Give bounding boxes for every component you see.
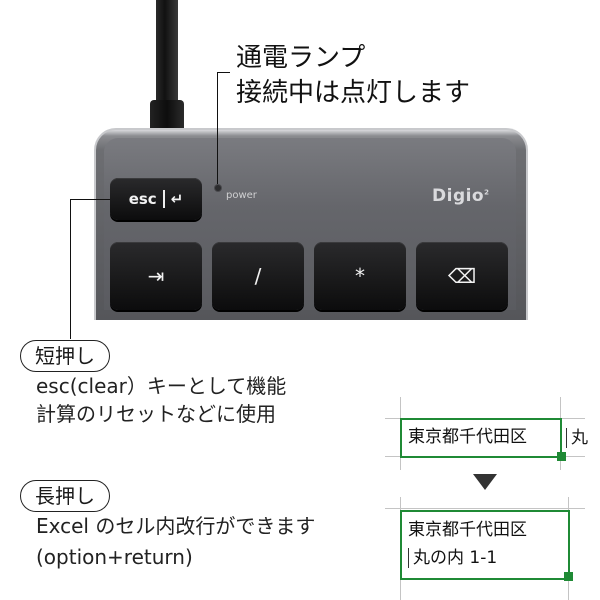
asterisk-key[interactable]: *	[314, 242, 406, 310]
slash-key[interactable]: /	[212, 242, 304, 310]
esc-callout-tick	[70, 199, 110, 200]
short-press-badge: 短押し	[20, 340, 110, 372]
return-icon: ↵	[170, 190, 184, 208]
callout-title-line1: 通電ランプ	[236, 43, 366, 73]
fill-handle[interactable]	[557, 452, 566, 461]
long-press-desc-line1: Excel のセル内改行ができます	[36, 514, 316, 538]
backspace-icon: ⌫	[447, 264, 477, 288]
cell-before[interactable]: 東京都千代田区	[400, 418, 562, 458]
callout-title-line2: 接続中は点灯します	[236, 78, 471, 108]
key-separator	[162, 190, 165, 208]
tab-icon: ⇥	[147, 264, 165, 288]
power-label: power	[226, 190, 257, 201]
brand-superscript: 2	[484, 188, 490, 197]
esc-callout-line	[70, 199, 71, 339]
led-callout-line	[217, 72, 218, 184]
cell-overflow-text: 丸	[571, 428, 588, 448]
esc-return-key[interactable]: esc ↵	[110, 178, 202, 220]
fill-handle[interactable]	[564, 572, 573, 581]
down-arrow-icon	[473, 474, 497, 490]
text-caret	[408, 548, 409, 568]
short-press-desc-line1: esc(clear）キーとして機能	[36, 374, 287, 398]
backspace-key[interactable]: ⌫	[416, 242, 508, 310]
tab-key[interactable]: ⇥	[110, 242, 202, 310]
cell-after[interactable]: 東京都千代田区 丸の内 1-1	[400, 510, 570, 580]
brand-name: Digio	[432, 186, 485, 206]
cell-after-line2-text: 丸の内 1-1	[413, 548, 498, 568]
cell-overflow: 丸	[562, 418, 588, 458]
long-press-desc-line2: (option+return)	[36, 545, 193, 569]
cell-before-text: 東京都千代田区	[408, 427, 527, 447]
grid-line	[385, 508, 585, 509]
led-callout-tick	[217, 72, 230, 73]
cell-after-line1: 東京都千代田区	[408, 520, 527, 540]
short-press-desc-line2: 計算のリセットなどに使用	[36, 402, 276, 426]
slash-symbol: /	[254, 264, 262, 288]
esc-key-label: esc	[128, 190, 157, 208]
power-led	[215, 185, 221, 191]
asterisk-symbol: *	[355, 264, 365, 288]
cell-after-line2: 丸の内 1-1	[408, 544, 562, 572]
brand-logo: Digio2	[432, 186, 490, 206]
text-caret	[566, 428, 567, 448]
long-press-badge: 長押し	[20, 480, 110, 512]
